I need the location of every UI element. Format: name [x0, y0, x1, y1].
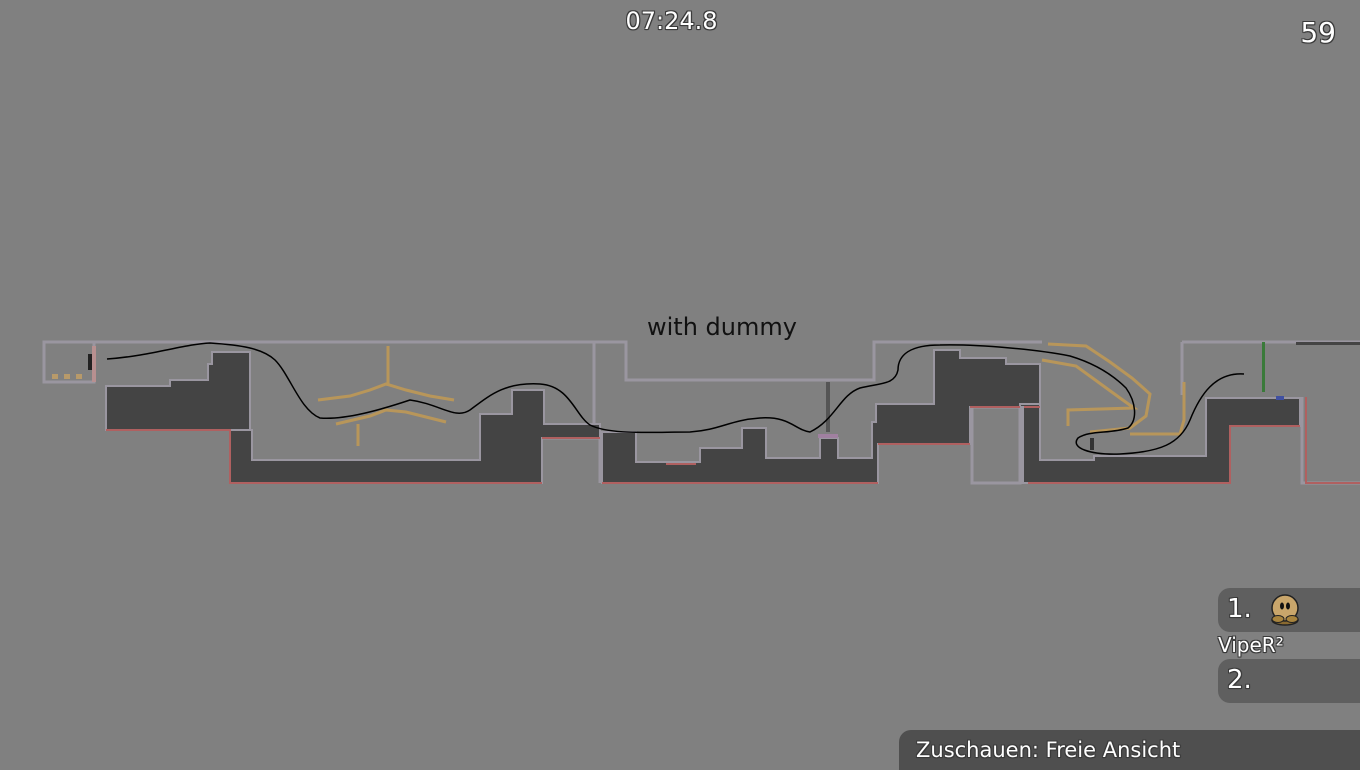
misc-tiles	[52, 342, 1360, 482]
scoreboard-row-2: 2.	[1218, 659, 1360, 703]
rank-number: 1.	[1227, 594, 1252, 624]
map-annotation-label: with dummy	[647, 313, 797, 341]
hookthrough-platforms	[317, 342, 1186, 446]
fps-counter: 59	[1300, 16, 1336, 49]
tee-avatar-icon	[1271, 594, 1299, 626]
spectate-status-text: Zuschauen: Freie Ansicht	[916, 738, 1181, 762]
race-timer: 07:24.8	[625, 7, 718, 35]
rank-number: 2.	[1227, 665, 1252, 695]
scoreboard-row-1: 1.	[1218, 588, 1360, 632]
player-name: VipeR²	[1218, 633, 1284, 657]
spectate-status-bar: Zuschauen: Freie Ansicht	[899, 730, 1360, 770]
race-path-line	[106, 342, 1245, 455]
